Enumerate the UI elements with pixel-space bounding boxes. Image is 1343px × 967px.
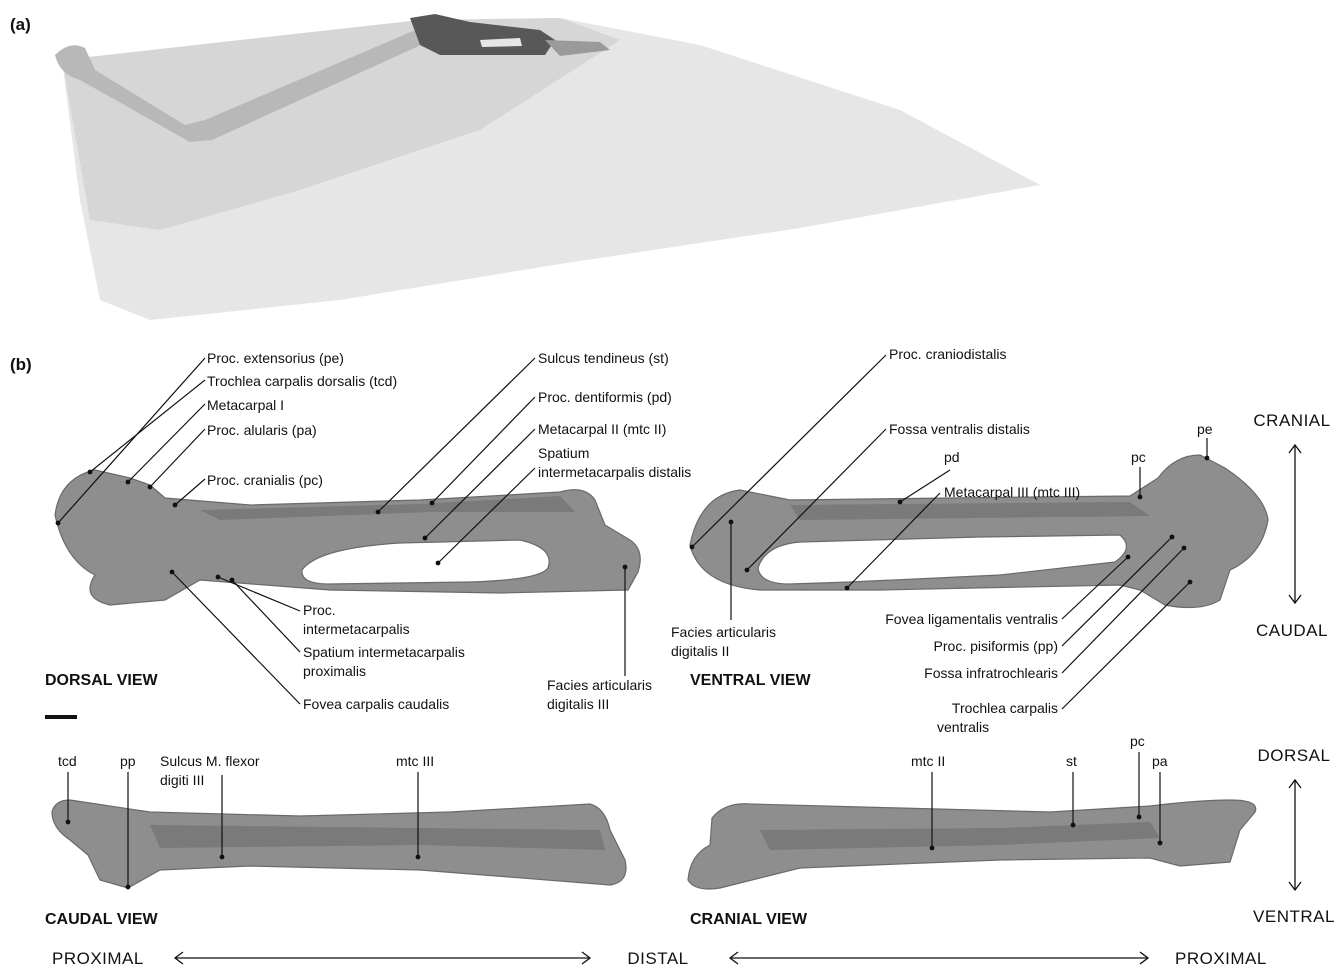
label-pc-cranial: pc bbox=[1130, 733, 1145, 749]
label-facies-digitalis-ii-1: Facies articularis bbox=[671, 624, 776, 640]
label-facies-digitalis-iii-1: Facies articularis bbox=[547, 677, 652, 693]
label-metacarpal-ii: Metacarpal II (mtc II) bbox=[538, 421, 666, 437]
label-spatium-distalis-2: intermetacarpalis distalis bbox=[538, 464, 691, 480]
orientation-proximal-right: PROXIMAL bbox=[1175, 949, 1267, 967]
label-sulcus-flexor-2: digiti III bbox=[160, 772, 204, 788]
cranial-view-title: CRANIAL VIEW bbox=[690, 911, 808, 928]
label-pd-ventral: pd bbox=[944, 449, 960, 465]
label-facies-digitalis-ii-2: digitalis II bbox=[671, 643, 729, 659]
label-mtc-ii-cranial: mtc II bbox=[911, 753, 945, 769]
label-trochlea-ventralis-1: Trochlea carpalis bbox=[952, 700, 1058, 716]
orientation-caudal: CAUDAL bbox=[1256, 621, 1328, 640]
orientation-cranial: CRANIAL bbox=[1253, 411, 1330, 430]
wing-silhouette bbox=[55, 14, 1040, 320]
cranial-caudal-arrow bbox=[1289, 445, 1301, 603]
dorsal-bone bbox=[55, 470, 640, 605]
panel-label-b: (b) bbox=[10, 355, 32, 374]
label-spatium-distalis-1: Spatium bbox=[538, 445, 589, 461]
label-pc-ventral: pc bbox=[1131, 449, 1146, 465]
dorsal-ventral-arrow bbox=[1289, 780, 1301, 890]
label-spatium-proximalis-1: Spatium intermetacarpalis bbox=[303, 644, 465, 660]
label-trochlea-ventralis-2: ventralis bbox=[937, 719, 989, 735]
label-proc-extensorius: Proc. extensorius (pe) bbox=[207, 350, 344, 366]
label-spatium-proximalis-2: proximalis bbox=[303, 663, 366, 679]
label-metacarpal-i: Metacarpal I bbox=[207, 397, 284, 413]
cranial-bone bbox=[688, 800, 1256, 889]
label-st-cranial: st bbox=[1066, 753, 1077, 769]
label-fovea-carpalis-caudalis: Fovea carpalis caudalis bbox=[303, 696, 449, 712]
label-fossa-infratrochlearis: Fossa infratrochlearis bbox=[924, 665, 1058, 681]
label-proc-intermetacarpalis-2: intermetacarpalis bbox=[303, 621, 410, 637]
caudal-view-title: CAUDAL VIEW bbox=[45, 911, 158, 928]
orientation-ventral: VENTRAL bbox=[1253, 907, 1335, 926]
label-pp-caudal: pp bbox=[120, 753, 136, 769]
label-tcd-caudal: tcd bbox=[58, 753, 77, 769]
label-proc-dentiformis: Proc. dentiformis (pd) bbox=[538, 389, 672, 405]
label-facies-digitalis-iii-2: digitalis III bbox=[547, 696, 609, 712]
scale-bar bbox=[45, 715, 77, 719]
orientation-dorsal: DORSAL bbox=[1258, 746, 1331, 765]
label-proc-alularis: Proc. alularis (pa) bbox=[207, 422, 317, 438]
label-metacarpal-iii: Metacarpal III (mtc III) bbox=[944, 484, 1080, 500]
orientation-proximal-left: PROXIMAL bbox=[52, 949, 144, 967]
ventral-view-title: VENTRAL VIEW bbox=[690, 672, 812, 689]
label-proc-pisiformis: Proc. pisiformis (pp) bbox=[934, 638, 1058, 654]
label-trochlea-carpalis-dorsalis: Trochlea carpalis dorsalis (tcd) bbox=[207, 373, 397, 389]
dorsal-view-title: DORSAL VIEW bbox=[45, 672, 159, 689]
proximal-distal-arrow-right bbox=[730, 952, 1148, 964]
caudal-bone bbox=[52, 800, 626, 888]
label-mtc-iii-caudal: mtc III bbox=[396, 753, 434, 769]
label-proc-craniodistalis: Proc. craniodistalis bbox=[889, 346, 1007, 362]
orientation-distal: DISTAL bbox=[627, 949, 688, 967]
proximal-distal-arrow-left bbox=[175, 952, 590, 964]
label-fossa-ventralis-distalis: Fossa ventralis distalis bbox=[889, 421, 1030, 437]
label-pa-cranial: pa bbox=[1152, 753, 1168, 769]
label-sulcus-flexor-1: Sulcus M. flexor bbox=[160, 753, 260, 769]
label-fovea-ligamentalis-ventralis: Fovea ligamentalis ventralis bbox=[885, 611, 1058, 627]
label-pe-ventral: pe bbox=[1197, 421, 1213, 437]
label-proc-cranialis: Proc. cranialis (pc) bbox=[207, 472, 323, 488]
label-proc-intermetacarpalis-1: Proc. bbox=[303, 602, 336, 618]
label-sulcus-tendineus: Sulcus tendineus (st) bbox=[538, 350, 669, 366]
panel-label-a: (a) bbox=[10, 15, 31, 34]
ventral-bone bbox=[690, 455, 1268, 608]
